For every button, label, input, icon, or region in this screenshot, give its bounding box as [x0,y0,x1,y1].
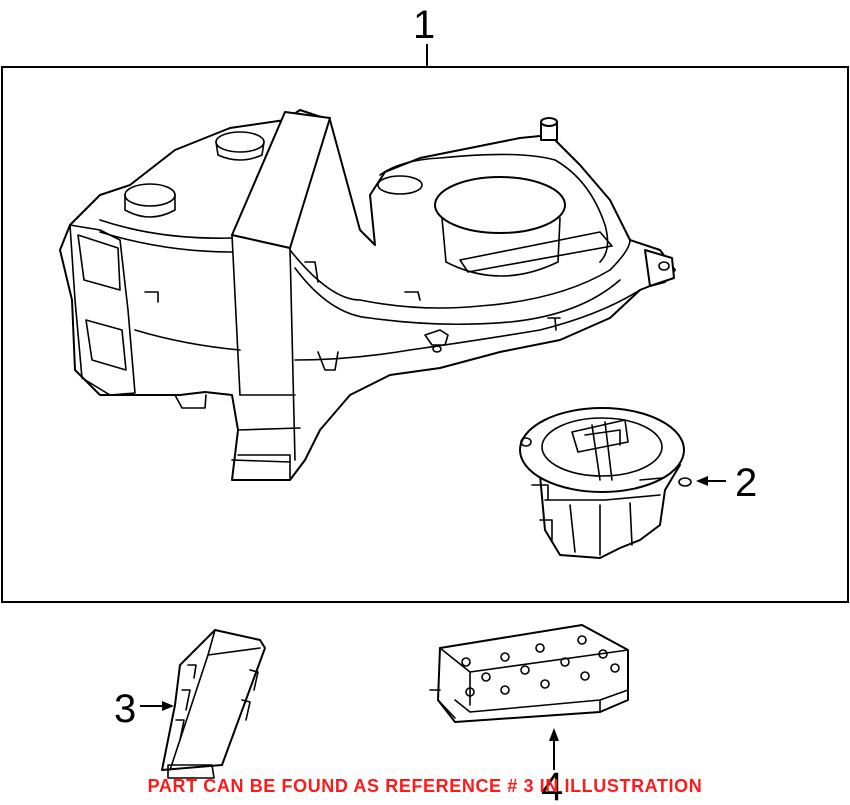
resistor-module [161,629,266,779]
callout-3-arrowhead [162,701,174,711]
callout-2-arrowhead [696,476,708,486]
control-module [429,624,629,723]
callout-3-number: 3 [114,687,136,731]
callout-4-number: 4 [541,765,563,805]
callout-1-number: 1 [413,3,435,47]
blower-motor [519,407,692,559]
reference-note: PART CAN BE FOUND AS REFERENCE # 3 IN IL… [147,776,703,796]
callout-4-arrowhead [549,728,559,741]
assembly-frame [1,66,849,603]
blower-housing [59,109,676,481]
callout-2-number: 2 [735,461,757,505]
